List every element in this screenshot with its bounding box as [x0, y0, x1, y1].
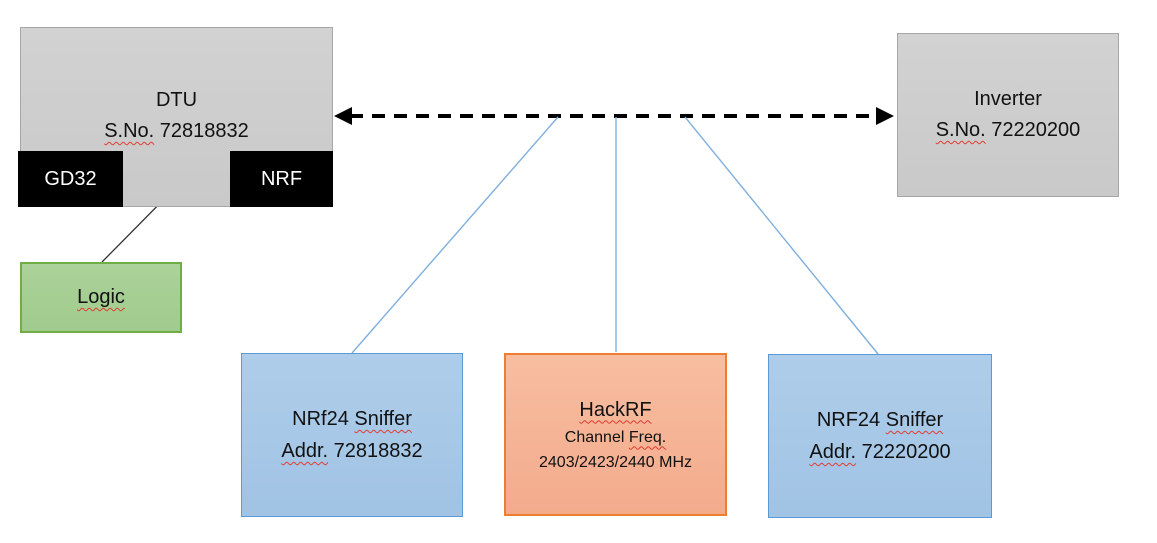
sniffer-left-box[interactable]: NRf24 Sniffer Addr. 72818832	[241, 353, 463, 517]
sniffer-left-role: Sniffer	[354, 408, 412, 430]
inverter-title: Inverter	[974, 88, 1042, 110]
hackrf-channel-line: Channel Freq.	[565, 425, 666, 450]
dtu-inverter-dashed-arrow[interactable]	[334, 107, 894, 125]
connector-sniffer-left-line[interactable]	[351, 116, 559, 354]
arrowhead-left-icon	[334, 107, 352, 125]
sniffer-left-title: NRf24 Sniffer	[292, 403, 412, 435]
sniffer-right-box[interactable]: NRF24 Sniffer Addr. 72220200	[768, 354, 992, 518]
hackrf-freq-word: Freq.	[628, 428, 667, 446]
inverter-serial: S.No. 72220200	[936, 115, 1081, 146]
gd32-label: GD32	[44, 167, 97, 190]
dtu-serial-number: 72818832	[159, 120, 249, 142]
dtu-title: DTU	[155, 89, 198, 111]
dtu-serial: S.No. 72818832	[104, 116, 249, 147]
sniffer-right-addr: Addr. 72220200	[809, 436, 950, 468]
sniffer-right-name: NRF24	[816, 409, 881, 431]
sniffer-left-addr-number: 72818832	[333, 440, 423, 462]
hackrf-box[interactable]: HackRF Channel Freq. 2403/2423/2440 MHz	[504, 353, 727, 516]
inverter-serial-label: S.No.	[935, 119, 986, 141]
arrowhead-right-icon	[876, 107, 894, 125]
inverter-serial-number: 72220200	[991, 119, 1081, 141]
nrf-label: NRF	[260, 167, 303, 190]
gd32-box[interactable]: GD32	[18, 151, 123, 207]
hackrf-title-text: HackRF	[579, 398, 652, 421]
inverter-box[interactable]: Inverter S.No. 72220200	[897, 33, 1119, 197]
nrf-box[interactable]: NRF	[230, 151, 333, 207]
sniffer-right-addr-number: 72220200	[861, 441, 951, 463]
logic-box[interactable]: Logic	[20, 262, 182, 333]
hackrf-channel-word: Channel	[564, 428, 625, 446]
sniffer-right-addr-label: Addr.	[809, 441, 857, 463]
logic-label: Logic	[77, 286, 125, 308]
sniffer-left-name: NRf24	[292, 408, 349, 430]
hackrf-freq-values: 2403/2423/2440 MHz	[539, 453, 692, 471]
sniffer-right-role: Sniffer	[885, 409, 944, 431]
sniffer-left-addr: Addr. 72818832	[281, 435, 422, 467]
sniffer-left-addr-label: Addr.	[281, 440, 329, 462]
sniffer-right-title: NRF24 Sniffer	[817, 404, 943, 436]
connector-sniffer-right-line[interactable]	[684, 116, 879, 355]
dtu-serial-label: S.No.	[104, 120, 155, 142]
hackrf-title: HackRF	[579, 395, 651, 425]
